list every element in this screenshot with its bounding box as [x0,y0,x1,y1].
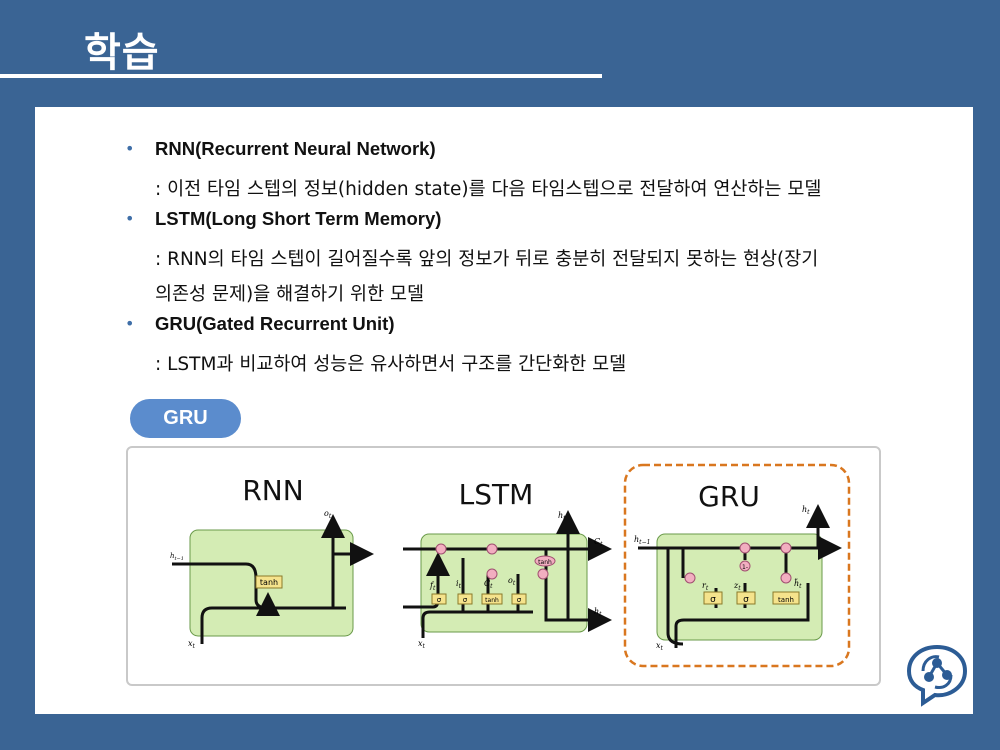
rnn-op-label: tanh [260,578,278,587]
svg-text:ht: ht [558,511,566,522]
bullet-rnn: • RNN(Recurrent Neural Network) : 이전 타임 … [125,137,925,207]
lstm-gate-f [431,593,447,605]
lstm-top-op: tanh [538,559,552,566]
svg-text:it: it [456,579,462,590]
lstm-op-label: σ [517,596,522,604]
rnn-lstm-gru-diagram: RNN tanh ot ht−1 xt LSTM [126,446,881,686]
content-panel: • RNN(Recurrent Neural Network) : 이전 타임 … [35,107,973,714]
bullet-heading: GRU(Gated Recurrent Unit) [155,313,395,334]
svg-text:xt: xt [418,639,426,650]
lstm-gate-c [481,593,503,605]
gru-gate-z [736,591,756,605]
title-underline [0,74,602,78]
gru-op-label: σ [743,595,749,605]
svg-text:h̃t: h̃t [794,579,802,590]
bullet-description: : RNN의 타임 스텝이 길어질수록 앞의 정보가 뒤로 충분히 전달되지 못… [155,249,819,270]
bullet-list: • RNN(Recurrent Neural Network) : 이전 타임 … [125,137,925,382]
rnn-ot-label: ot [324,509,332,520]
bullet-heading: LSTM(Long Short Term Memory) [155,208,442,229]
rnn-title: RNN [242,474,303,507]
gru-op-label: σ [710,595,716,605]
rnn-xt-label: xt [188,639,196,650]
bullet-heading: RNN(Recurrent Neural Network) [155,138,436,159]
svg-text:xt: xt [656,641,664,652]
svg-text:ht−1: ht−1 [634,535,650,546]
gru-badge: GRU [130,399,241,438]
lstm-title: LSTM [459,478,534,511]
svg-text:Ct: Ct [594,537,603,548]
bullet-lstm: • LSTM(Long Short Term Memory) : RNN의 타임… [125,207,925,312]
gru-cell [656,533,823,641]
gru-gate-r [703,591,723,605]
rnn-hprev-label: ht−1 [170,552,184,562]
lstm-op-label: σ [463,596,468,604]
svg-text:rt: rt [702,581,709,592]
bullet-description-cont: 의존성 문제)을 해결하기 위한 모델 [155,284,425,305]
lstm-gate-i [457,593,473,605]
lstm-op-label: tanh [485,597,499,604]
svg-text:zt: zt [733,581,741,592]
bullet-gru: • GRU(Gated Recurrent Unit) : LSTM과 비교하여… [125,312,925,382]
bullet-description: : LSTM과 비교하여 성능은 유사하면서 구조를 간단화한 모델 [155,354,627,375]
svg-text:ht: ht [594,607,602,618]
brain-network-logo-icon [906,644,968,707]
svg-text:ot: ot [508,576,516,587]
bullet-dot-icon: • [125,314,135,333]
svg-text:ht: ht [802,505,810,516]
architecture-figure: RNN tanh ot ht−1 xt LSTM [170,463,851,668]
gru-op-label: tanh [778,596,794,604]
gru-one-minus: 1- [742,564,748,571]
lstm-op-label: σ [437,596,442,604]
gru-highlight-frame [623,463,851,668]
svg-text:ft: ft [429,581,436,592]
bullet-dot-icon: • [125,209,135,228]
page-title: 학습 [84,30,160,76]
svg-text:C̃t: C̃t [484,579,493,590]
lstm-gate-o [511,593,527,605]
bullet-description: : 이전 타임 스텝의 정보(hidden state)를 다음 타임스텝으로 … [155,179,822,200]
gru-title: GRU [698,480,760,513]
rnn-tanh-op [255,575,283,589]
gru-gate-h [772,591,800,605]
bullet-dot-icon: • [125,139,135,158]
